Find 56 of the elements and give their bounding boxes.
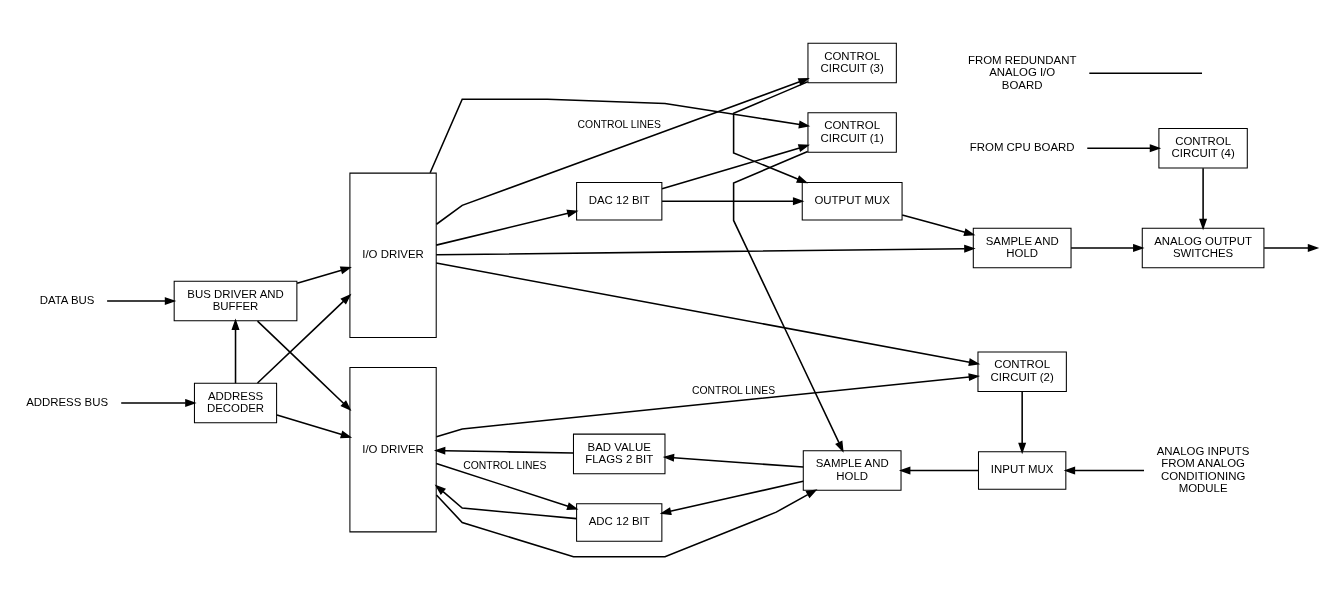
node-box: SAMPLE AND HOLD [802, 450, 902, 491]
arrow [433, 446, 574, 455]
node-text: FROM REDUNDANT ANALOG I/O BOARD [967, 53, 1077, 91]
arrow [296, 266, 352, 284]
node-box: OUTPUT MUX [801, 182, 903, 221]
node-text: DATA BUS [39, 293, 95, 306]
node-box: DAC 12 BIT [576, 182, 663, 221]
arrow [1070, 244, 1145, 252]
edge-label: CONTROL LINES [463, 460, 547, 472]
node-box: CONTROL CIRCUIT (4) [1158, 127, 1248, 169]
arrow [898, 466, 980, 475]
node-box: ADDRESS DECODER [193, 382, 278, 424]
node-box: ADC 12 BIT [576, 503, 663, 542]
node-box: BAD VALUE FLAGS 2 BIT [572, 433, 666, 475]
arrow [435, 462, 579, 510]
arrow [435, 78, 810, 226]
node-box: CONTROL CIRCUIT (3) [807, 42, 897, 84]
arrow [435, 209, 579, 246]
node-box: SAMPLE AND HOLD [972, 227, 1072, 269]
arrow [661, 197, 805, 206]
arrow [256, 293, 352, 384]
arrow [1086, 144, 1162, 153]
edge-label: CONTROL LINES [692, 384, 776, 396]
arrow [1199, 167, 1208, 231]
arrow [1018, 390, 1027, 455]
arrow [1063, 466, 1145, 475]
connector [1088, 72, 1203, 75]
arrow [732, 150, 844, 453]
arrow [276, 414, 353, 439]
node-box: BUS DRIVER AND BUFFER [173, 280, 298, 322]
arrow [661, 144, 810, 190]
node-text: ADDRESS BUS [26, 395, 109, 408]
arrow [435, 373, 981, 438]
arrow [435, 262, 981, 366]
node-text: ANALOG INPUTS FROM ANALOG CONDITIONING MODULE [1156, 444, 1250, 495]
arrow [435, 244, 976, 256]
node-box: I/O DRIVER [349, 172, 437, 338]
arrow [901, 214, 976, 237]
arrow [256, 320, 352, 411]
node-box: ANALOG OUTPUT SWITCHES [1141, 227, 1265, 269]
arrow [659, 480, 804, 515]
arrow [662, 453, 805, 468]
node-box: INPUT MUX [977, 451, 1067, 490]
arrow [1263, 244, 1320, 252]
node-box: I/O DRIVER [349, 367, 437, 533]
arrow [231, 318, 240, 384]
arrow [120, 398, 197, 407]
node-text: FROM CPU BOARD [969, 141, 1075, 154]
arrow [106, 297, 177, 306]
arrow [429, 98, 811, 174]
arrow [435, 489, 818, 558]
arrow [434, 484, 578, 520]
edge-label: CONTROL LINES [577, 119, 661, 131]
node-box: CONTROL CIRCUIT (2) [977, 351, 1067, 393]
arrow [732, 81, 809, 184]
node-box: CONTROL CIRCUIT (1) [807, 112, 897, 153]
